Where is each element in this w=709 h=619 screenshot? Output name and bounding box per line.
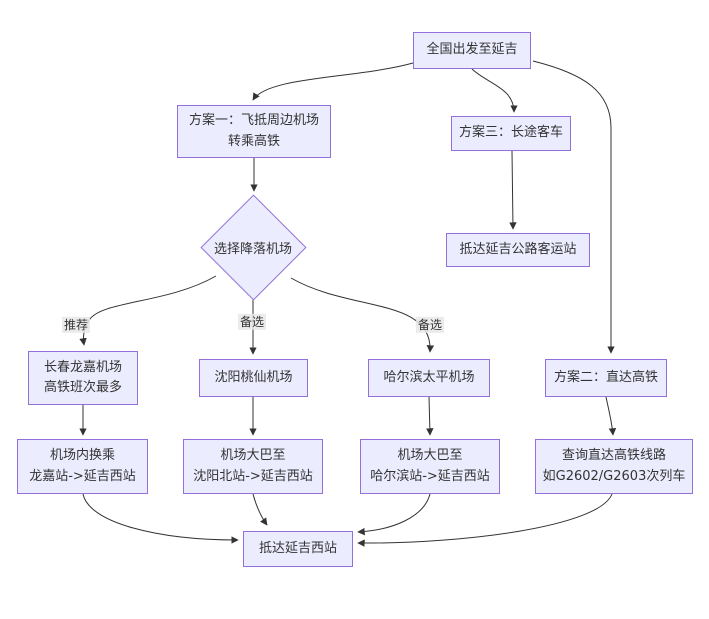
- node-shenyang-taoxian-airport: 沈阳桃仙机场: [199, 359, 308, 397]
- edge-query-to-arrive: [357, 493, 613, 547]
- edge-choose-to-harbin: [290, 277, 435, 353]
- edge-harbin-to-transfer3: [426, 396, 434, 436]
- edge-transfer2-to-arrive: [252, 493, 268, 526]
- edge-label-alternative-1: 备选: [237, 313, 267, 331]
- edge-start-to-plan1: [252, 62, 414, 101]
- edge-start-to-plan3: [471, 68, 518, 113]
- node-choose-airport-decision: 选择降落机场: [200, 194, 307, 301]
- edge-transfer1-to-arrive: [82, 493, 239, 544]
- edge-plan3-to-busterm: [509, 150, 517, 230]
- edge-start-to-plan2: [532, 60, 615, 354]
- node-start: 全国出发至延吉: [413, 32, 531, 69]
- edge-plan2-to-query: [605, 396, 617, 436]
- node-harbin-taiping-airport: 哈尔滨太平机场: [368, 359, 490, 397]
- node-plan1-fly-nearby-airport: 方案一：飞抵周边机场 转乘高铁: [177, 105, 331, 158]
- edge-transfer3-to-arrive: [357, 493, 431, 536]
- node-changchun-longjia-airport: 长春龙嘉机场 高铁班次最多: [28, 351, 138, 405]
- node-transfer-shenyangbei: 机场大巴至 沈阳北站->延吉西站: [183, 439, 323, 494]
- node-query-direct-trains: 查询直达高铁线路 如G2602/G2603次列车: [535, 439, 693, 494]
- node-yanji-bus-terminal: 抵达延吉公路客运站: [446, 233, 590, 267]
- node-transfer-longjia: 机场内换乘 龙嘉站->延吉西站: [17, 439, 148, 494]
- decision-label: 选择降落机场: [213, 241, 292, 257]
- edge-choose-to-changchun: [79, 275, 217, 346]
- edge-label-alternative-2: 备选: [415, 316, 445, 334]
- node-plan2-direct-hsr: 方案二：直达高铁: [545, 359, 667, 397]
- node-arrive-yanjixi-station: 抵达延吉西站: [243, 531, 353, 567]
- node-transfer-harbin: 机场大巴至 哈尔滨站->延吉西站: [360, 439, 500, 494]
- node-plan3-long-distance-bus: 方案三：长途客车: [451, 116, 571, 151]
- edge-label-recommend: 推荐: [61, 316, 91, 334]
